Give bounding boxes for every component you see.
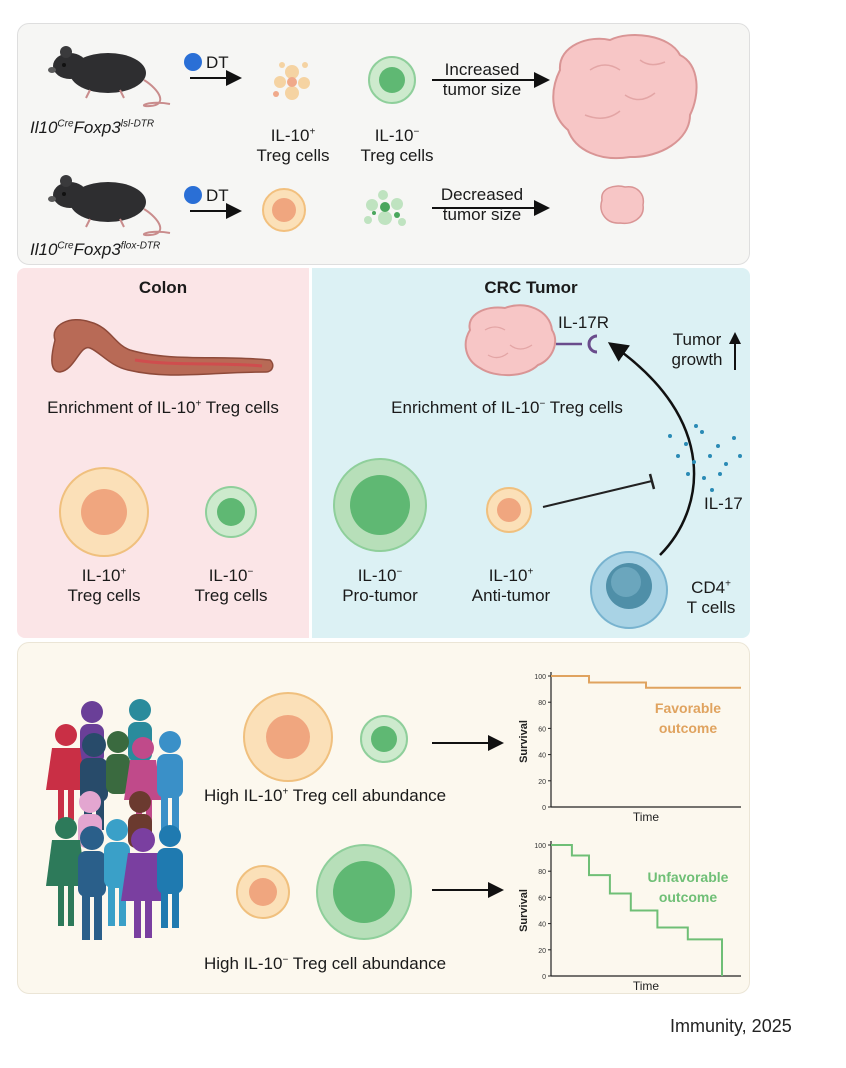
il17-cytokine-dots-icon <box>668 424 742 492</box>
cell-label: IL-10−Treg cells <box>194 566 268 605</box>
dt-icon <box>184 186 202 204</box>
y-axis-label: Survival <box>518 720 530 763</box>
dt-icon <box>184 53 202 71</box>
il10-pos-cell-icon <box>59 467 149 557</box>
tumor-icon <box>464 304 557 377</box>
cell-label: IL-10−Treg cells <box>360 126 434 165</box>
y-tick-label: 20 <box>538 779 546 786</box>
mouse-icon <box>48 46 171 108</box>
y-tick-label: 40 <box>538 922 546 929</box>
il10-pos-cell-icon <box>486 487 532 533</box>
depleted-il10-neg-cell-icon <box>364 190 406 226</box>
y-tick-label: 0 <box>542 974 546 981</box>
y-tick-label: 40 <box>538 753 546 760</box>
genotype-label-flox: Il10CreFoxp3flox-DTR <box>30 240 161 259</box>
outcome-annotation: Favorable <box>655 700 721 716</box>
y-tick-label: 60 <box>538 895 546 902</box>
x-axis-label: Time <box>633 810 660 824</box>
genotype-label-lsl: Il10CreFoxp3lsl-DTR <box>30 118 155 137</box>
colon-icon <box>51 319 274 376</box>
cell-label: IL-10+Treg cells <box>67 566 141 605</box>
y-tick-label: 80 <box>538 869 546 876</box>
outcome-annotation: Unfavorable <box>648 869 729 885</box>
survival-curve <box>551 675 741 689</box>
y-tick-label: 100 <box>534 843 546 850</box>
cell-label: IL-10−Pro-tumor <box>342 566 418 605</box>
outcome-annotation: outcome <box>659 889 718 905</box>
depleted-il10-pos-cell-icon <box>273 62 310 100</box>
colon-title: Colon <box>138 278 188 297</box>
il17-label: IL-17 <box>704 494 743 513</box>
mouse-icon <box>48 175 171 237</box>
il10-neg-cell-icon <box>333 458 427 552</box>
il10-neg-cell-icon <box>368 56 416 104</box>
abundance-label-pos: High IL-10+ Treg cell abundance <box>204 786 447 805</box>
y-tick-label: 80 <box>538 700 546 707</box>
crc-enrichment-label: Enrichment of IL-10− Treg cells <box>391 398 623 417</box>
il17r-label: IL-17R <box>558 313 610 332</box>
y-tick-label: 20 <box>538 948 546 955</box>
il10-pos-cell-icon <box>243 692 333 782</box>
cell-label: CD4+T cells <box>686 578 736 617</box>
il10-neg-cell-icon <box>205 486 257 538</box>
cd4-t-cell-icon <box>590 551 668 629</box>
dt-label: DT <box>206 53 229 72</box>
outcome-annotation: outcome <box>659 720 718 736</box>
cell-label: IL-10+Anti-tumor <box>471 566 551 605</box>
il17-signaling-arrow <box>607 342 696 556</box>
crc-title: CRC Tumor <box>484 278 578 297</box>
y-tick-label: 0 <box>542 805 546 812</box>
y-axis-label: Survival <box>518 889 530 932</box>
x-axis-label: Time <box>633 979 660 993</box>
il17-receptor-icon <box>556 334 598 354</box>
il10-pos-cell-icon <box>262 188 306 232</box>
il10-neg-cell-icon <box>360 715 408 763</box>
colon-enrichment-label: Enrichment of IL-10+ Treg cells <box>47 398 279 417</box>
cell-label: IL-10+Treg cells <box>256 126 330 165</box>
il10-neg-cell-icon <box>316 844 412 940</box>
people-crowd-icon <box>46 699 183 940</box>
large-tumor-icon <box>552 34 698 160</box>
small-tumor-icon <box>600 185 645 225</box>
y-tick-label: 100 <box>534 674 546 681</box>
abundance-label-neg: High IL-10− Treg cell abundance <box>204 954 447 973</box>
dt-label: DT <box>206 186 229 205</box>
y-tick-label: 60 <box>538 726 546 733</box>
citation: Immunity, 2025 <box>670 1016 792 1036</box>
inhibition-bar <box>648 473 656 490</box>
il10-pos-cell-icon <box>236 865 290 919</box>
survival-curve <box>551 844 723 976</box>
inhibition-line <box>542 480 653 508</box>
